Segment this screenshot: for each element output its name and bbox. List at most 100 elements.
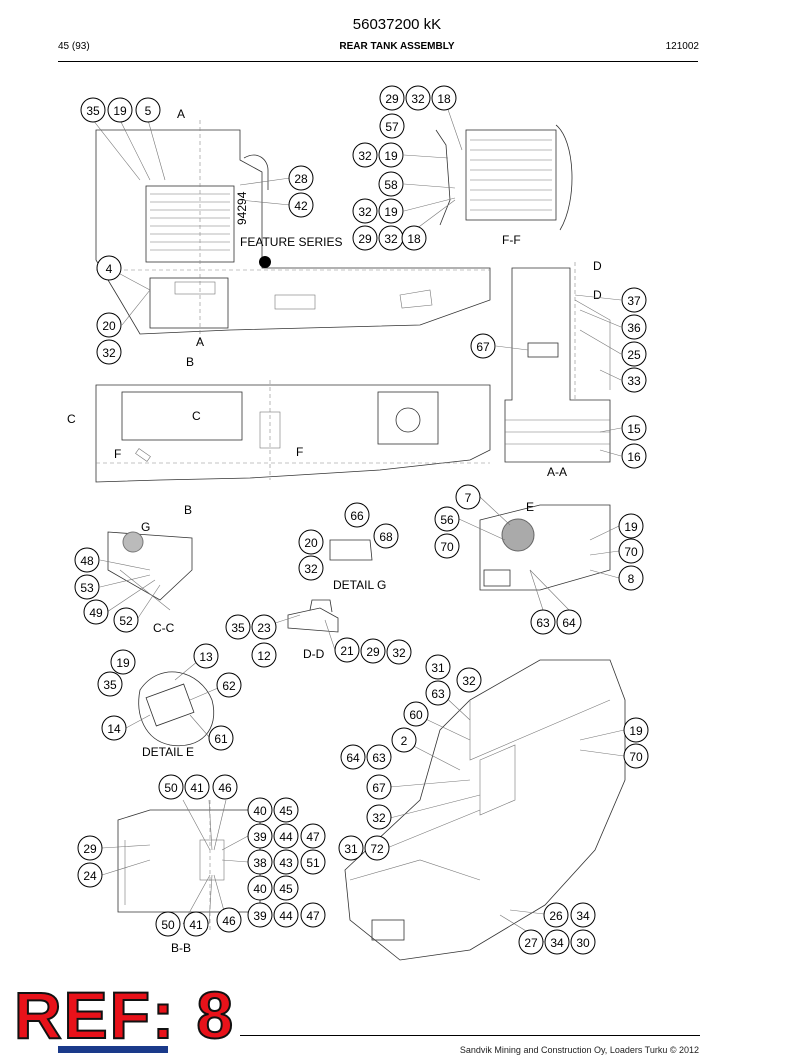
footer-rule xyxy=(240,1035,700,1036)
svg-text:28: 28 xyxy=(294,172,308,186)
svg-text:31: 31 xyxy=(344,842,358,856)
svg-text:68: 68 xyxy=(379,530,393,544)
callout-34: 34 xyxy=(570,902,596,928)
svg-text:70: 70 xyxy=(629,750,643,764)
svg-text:19: 19 xyxy=(384,149,398,163)
sandvik-logo xyxy=(58,1046,168,1053)
callout-12: 12 xyxy=(251,642,277,668)
callout-63: 63 xyxy=(366,744,392,770)
section-a-top: A xyxy=(177,107,185,121)
detail-g xyxy=(329,539,373,561)
svg-text:67: 67 xyxy=(372,781,386,795)
section-f-right: F xyxy=(296,445,303,459)
callout-16: 16 xyxy=(621,443,647,469)
svg-text:39: 39 xyxy=(253,830,267,844)
svg-text:35: 35 xyxy=(103,678,117,692)
callout-64: 64 xyxy=(556,609,582,635)
callout-56: 56 xyxy=(434,506,460,532)
svg-text:29: 29 xyxy=(366,645,380,659)
svg-text:20: 20 xyxy=(304,536,318,550)
callout-23: 23 xyxy=(251,614,277,640)
callout-19: 19 xyxy=(623,717,649,743)
callout-63: 63 xyxy=(425,680,451,706)
view-dd-label: D-D xyxy=(303,647,325,661)
svg-text:63: 63 xyxy=(536,616,550,630)
svg-text:32: 32 xyxy=(102,346,116,360)
callout-47: 47 xyxy=(300,902,326,928)
callout-29: 29 xyxy=(379,85,405,111)
callout-36: 36 xyxy=(621,314,647,340)
view-dd xyxy=(287,599,339,633)
callout-52: 52 xyxy=(113,607,139,633)
callout-28: 28 xyxy=(288,165,314,191)
svg-text:34: 34 xyxy=(576,909,590,923)
callout-35: 35 xyxy=(80,97,106,123)
callout-57: 57 xyxy=(379,113,405,139)
svg-text:44: 44 xyxy=(279,909,293,923)
callout-32: 32 xyxy=(96,339,122,365)
callout-46: 46 xyxy=(216,907,242,933)
svg-text:29: 29 xyxy=(385,92,399,106)
callout-58: 58 xyxy=(378,171,404,197)
callout-31: 31 xyxy=(425,654,451,680)
svg-text:67: 67 xyxy=(476,340,490,354)
svg-text:24: 24 xyxy=(83,869,97,883)
view-aa xyxy=(504,262,611,463)
svg-text:45: 45 xyxy=(279,882,293,896)
svg-text:39: 39 xyxy=(253,909,267,923)
callout-19: 19 xyxy=(378,142,404,168)
svg-text:19: 19 xyxy=(116,656,130,670)
svg-text:31: 31 xyxy=(431,661,445,675)
svg-text:25: 25 xyxy=(627,348,641,362)
callout-31: 31 xyxy=(338,835,364,861)
callout-30: 30 xyxy=(570,929,596,955)
callout-8: 8 xyxy=(618,565,644,591)
svg-text:32: 32 xyxy=(358,149,372,163)
callout-29: 29 xyxy=(352,225,378,251)
section-c-left: C xyxy=(67,412,76,426)
svg-text:18: 18 xyxy=(407,232,421,246)
svg-text:60: 60 xyxy=(409,708,423,722)
callout-67: 67 xyxy=(470,333,496,359)
section-b-bottom: B xyxy=(184,503,192,517)
callout-46: 46 xyxy=(212,774,238,800)
view-ff xyxy=(435,124,573,231)
svg-text:19: 19 xyxy=(624,520,638,534)
svg-text:30: 30 xyxy=(576,936,590,950)
callout-45: 45 xyxy=(273,797,299,823)
svg-text:63: 63 xyxy=(372,751,386,765)
callout-39: 39 xyxy=(247,902,273,928)
callout-19: 19 xyxy=(110,649,136,675)
svg-text:19: 19 xyxy=(629,724,643,738)
callout-44: 44 xyxy=(273,902,299,928)
callout-32: 32 xyxy=(386,639,412,665)
svg-text:50: 50 xyxy=(164,781,178,795)
svg-text:56: 56 xyxy=(440,513,454,527)
svg-text:53: 53 xyxy=(80,581,94,595)
callout-70: 70 xyxy=(434,533,460,559)
callout-2: 2 xyxy=(391,727,417,753)
section-c-right: C xyxy=(192,409,201,423)
svg-text:35: 35 xyxy=(231,621,245,635)
svg-text:46: 46 xyxy=(222,914,236,928)
callout-32: 32 xyxy=(352,142,378,168)
callout-20: 20 xyxy=(96,312,122,338)
svg-text:48: 48 xyxy=(80,554,94,568)
callout-50: 50 xyxy=(158,774,184,800)
assembly-code: 121002 xyxy=(665,41,699,52)
svg-text:36: 36 xyxy=(627,321,641,335)
svg-text:49: 49 xyxy=(89,606,103,620)
svg-text:12: 12 xyxy=(257,649,271,663)
callout-53: 53 xyxy=(74,574,100,600)
view-e xyxy=(479,504,611,591)
svg-text:45: 45 xyxy=(279,804,293,818)
detail-e-label: DETAIL E xyxy=(142,745,194,759)
svg-text:70: 70 xyxy=(440,540,454,554)
callout-19: 19 xyxy=(618,513,644,539)
callout-20: 20 xyxy=(298,529,324,555)
callout-19: 19 xyxy=(378,198,404,224)
page-number: 45 (93) xyxy=(58,41,90,52)
callout-38: 38 xyxy=(247,849,273,875)
